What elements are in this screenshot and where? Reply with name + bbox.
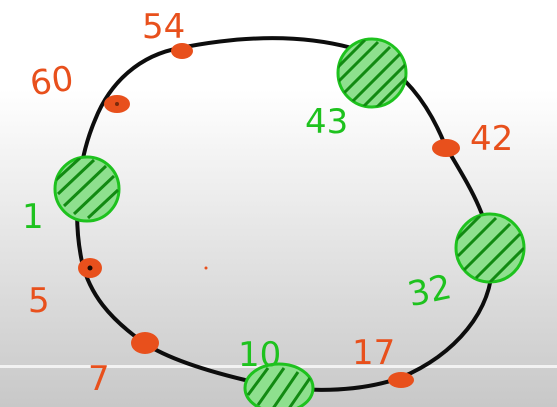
orange-point — [432, 139, 460, 157]
node-label: 17 — [352, 333, 395, 373]
node-7: 7 — [88, 332, 159, 399]
node-43: 43 — [305, 37, 408, 142]
center-dot — [204, 266, 208, 270]
node-5: 5 — [28, 258, 102, 321]
node-1: 1 — [22, 155, 121, 237]
node-label: 43 — [305, 102, 348, 142]
node-label: 32 — [404, 267, 455, 315]
node-label: 54 — [142, 7, 185, 47]
node-label: 7 — [88, 359, 110, 399]
node-label: 42 — [470, 119, 513, 159]
orange-point — [131, 332, 159, 354]
node-32: 32 — [404, 212, 526, 315]
node-label: 60 — [28, 59, 76, 105]
orange-point — [171, 43, 193, 59]
orange-point — [388, 372, 414, 388]
node-label: 10 — [238, 335, 281, 375]
node-10: 10 — [238, 335, 315, 407]
node-label: 1 — [22, 197, 44, 237]
node-54: 54 — [142, 7, 193, 59]
node-label: 5 — [28, 281, 50, 321]
green-server-circle — [336, 37, 408, 109]
node-42: 42 — [432, 119, 513, 159]
node-17: 17 — [352, 333, 414, 388]
node-60: 60 — [28, 59, 130, 113]
